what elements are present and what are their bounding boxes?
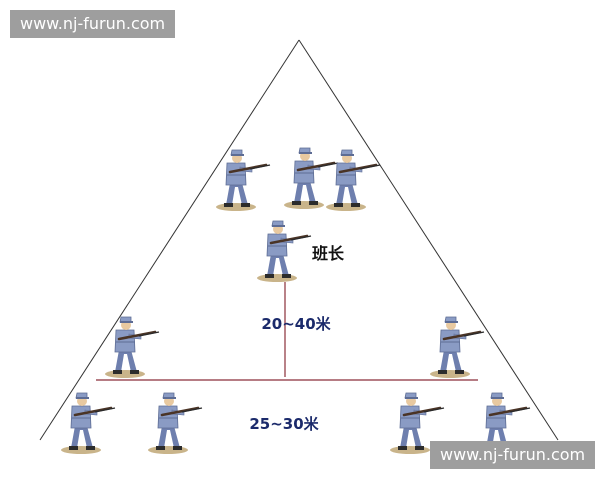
soldier-middle-right [428, 315, 486, 380]
soldier-rear-left [214, 148, 272, 213]
width-label: 25~30米 [249, 415, 319, 433]
soldier-rear-right [324, 148, 382, 213]
soldier-rear-center [282, 146, 340, 211]
soldier-front-2 [146, 391, 204, 456]
watermark-bottom: www.nj-furun.com [430, 441, 596, 469]
depth-label: 20~40米 [261, 315, 331, 333]
soldier-front-1 [59, 391, 117, 456]
squad-leader-label: 班长 [312, 244, 345, 263]
triangle-left-side [39, 39, 300, 441]
soldier-middle-left [103, 315, 161, 380]
triangle-right-side [298, 39, 559, 441]
watermark-top: www.nj-furun.com [10, 10, 176, 38]
soldier-squad-leader [255, 219, 313, 284]
